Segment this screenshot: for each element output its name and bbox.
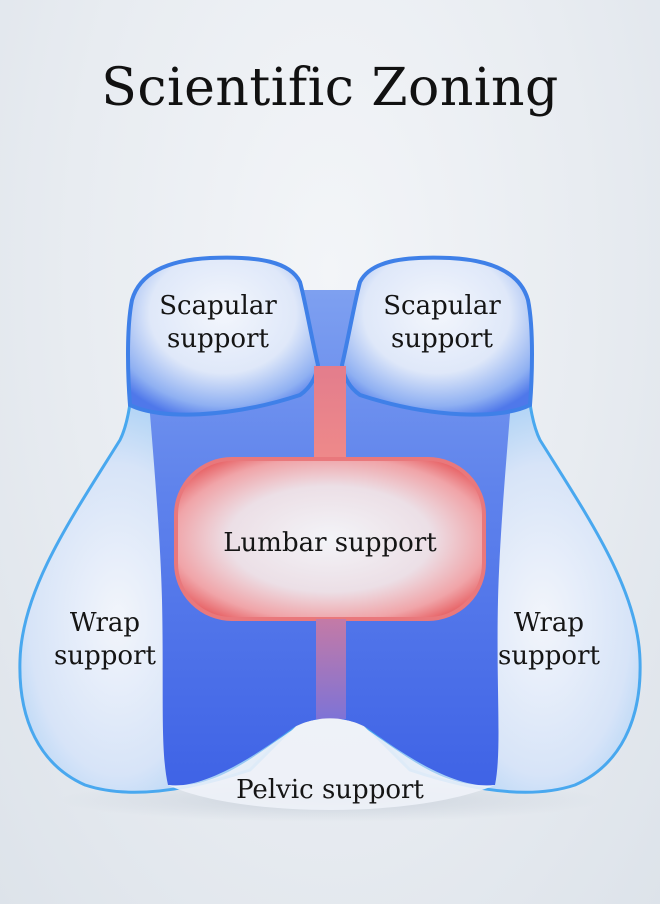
pelvic-support-label: Pelvic support [180,774,480,807]
scapular-support-left-zone [126,255,321,417]
wrap-left-line2: support [54,641,156,671]
pelvic-support-zone [168,718,495,810]
wrap-right-line1: Wrap [513,608,585,638]
scapular-right-line2: support [391,324,493,354]
scapular-support-right-label: Scapular support [362,290,522,356]
spine-upper-channel [314,366,346,464]
scapular-support-right-zone [339,255,534,417]
wrap-support-left-label: Wrap support [28,607,182,673]
page-title: Scientific Zoning [101,58,559,118]
scapular-left-line1: Scapular [159,291,277,321]
scapular-support-left-label: Scapular support [138,290,298,356]
scapular-right-line1: Scapular [383,291,501,321]
lumbar-line1: Lumbar support [223,528,437,558]
wrap-right-line2: support [498,641,600,671]
wrap-support-right-label: Wrap support [472,607,626,673]
spine-lower-channel [316,619,346,719]
lumbar-support-label: Lumbar support [180,527,480,560]
pelvic-line1: Pelvic support [236,775,424,805]
wrap-left-line1: Wrap [69,608,141,638]
scapular-left-line2: support [167,324,269,354]
